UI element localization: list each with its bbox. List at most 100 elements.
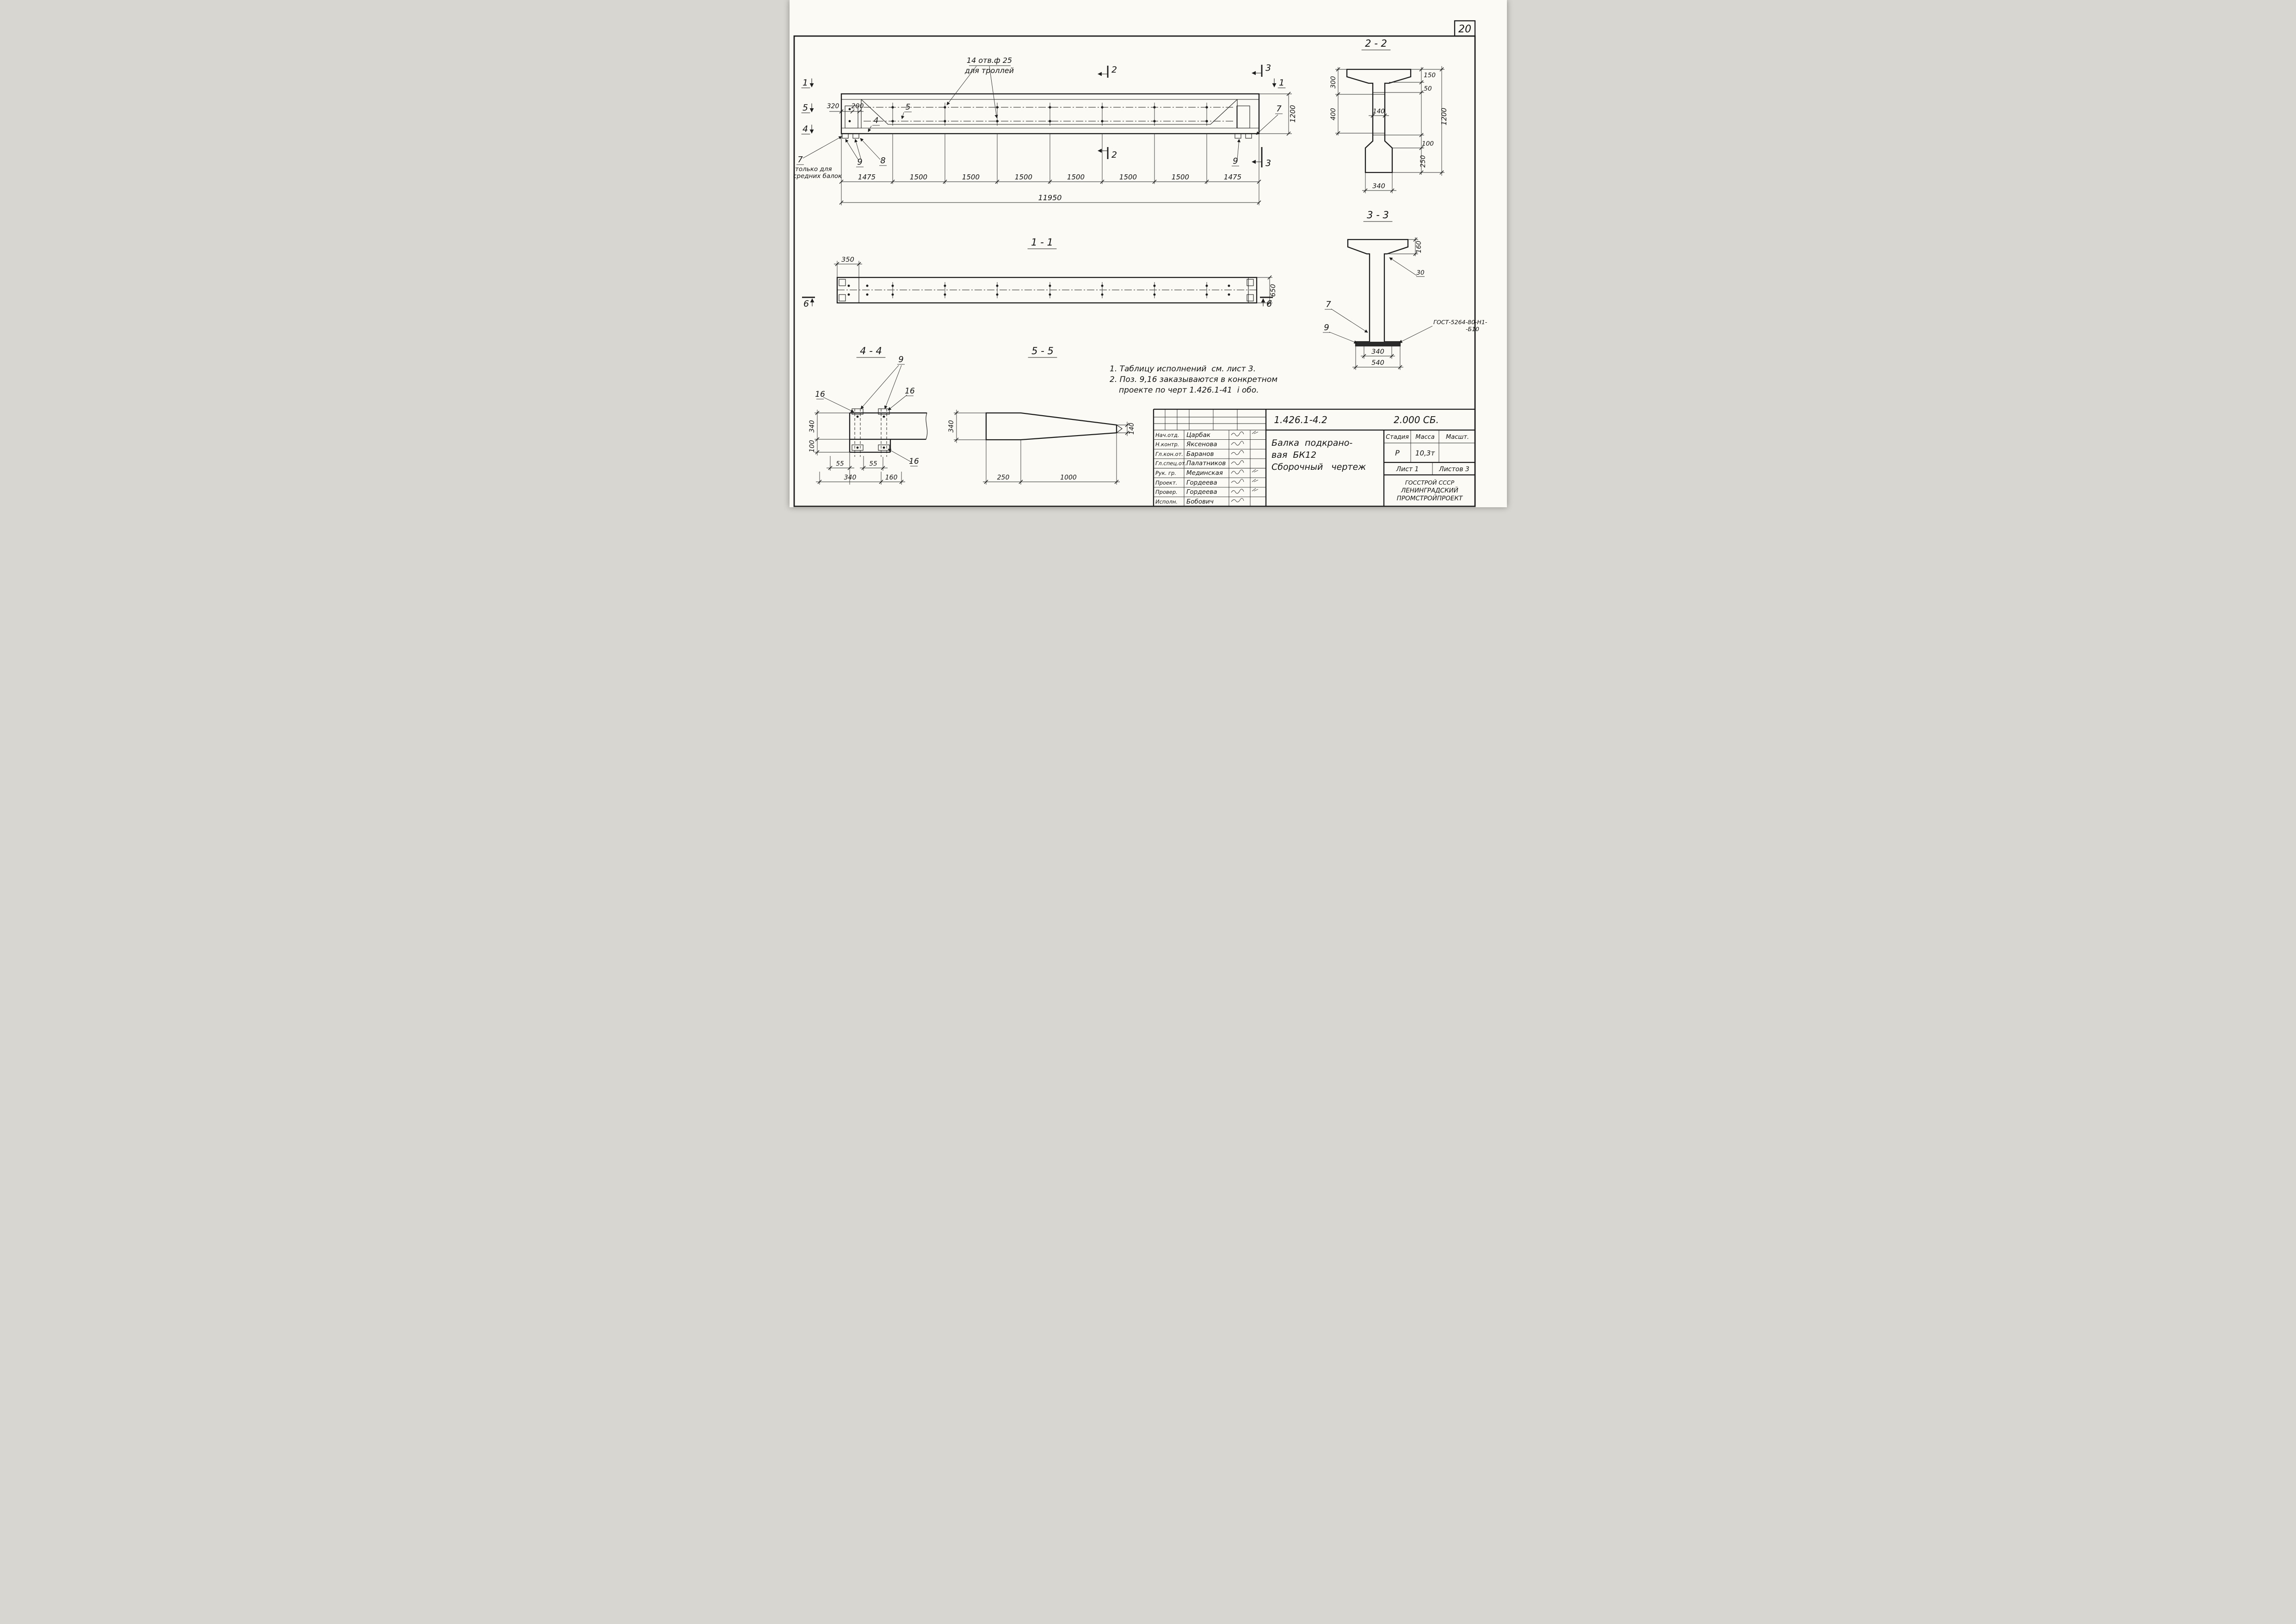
- dim-1200-elev: 1200: [1289, 105, 1297, 123]
- section-cut-marks: [1097, 65, 1286, 167]
- only-note-line1: только для: [795, 166, 832, 173]
- only-note-line2: средних балок: [793, 172, 842, 180]
- org-line-3: ПРОМСТРОЙПРОЕКТ: [1396, 494, 1463, 502]
- section-3-3-title: 3 - 3: [1367, 209, 1389, 221]
- dim-100-s44: 100: [809, 440, 816, 453]
- section-1-1: [802, 248, 1273, 307]
- callout-9-s33: 9: [1324, 323, 1329, 332]
- dim-340-s33: 340: [1371, 348, 1384, 356]
- role-7: Исполн.: [1155, 498, 1178, 505]
- elev-left-dims: [829, 109, 864, 114]
- holes-note-leaders: [946, 65, 1011, 118]
- dim-seg-3: 1500: [1014, 173, 1032, 181]
- callout-16-b: 16: [905, 387, 915, 396]
- dim-seg-7: 1475: [1223, 173, 1241, 181]
- header-mass: Масса: [1415, 434, 1434, 441]
- role-0: Нач.отд.: [1155, 432, 1179, 438]
- dim-seg-2: 1500: [962, 173, 979, 181]
- sheet-label: Лист 1: [1395, 466, 1419, 473]
- dim-340-vertical-s44: 340: [809, 420, 816, 433]
- document-code: 2.000 СБ.: [1394, 414, 1439, 425]
- beam-elevation-holes: [848, 103, 1234, 126]
- name-4: Мединская: [1186, 469, 1223, 477]
- section-1-1-title: 1 - 1: [1031, 237, 1053, 248]
- document-number: 1.426.1-4.2: [1274, 414, 1327, 425]
- drawing-sheet: 20: [789, 0, 1507, 507]
- name-6: Гордеева: [1186, 488, 1217, 496]
- role-4: Рук. гр.: [1155, 470, 1176, 476]
- left-view-marks: [801, 78, 814, 135]
- note-line-3: проекте по черт 1.426.1-41 i обо.: [1119, 386, 1259, 395]
- view-mark-5: 5: [802, 103, 808, 113]
- holes-note-line1: 14 отв.ф 25: [966, 56, 1012, 65]
- dim-160: 160: [1415, 241, 1423, 253]
- cut-label-3-top: 3: [1265, 63, 1271, 73]
- name-7: Бобович: [1186, 498, 1214, 505]
- dim-30: 30: [1416, 269, 1424, 277]
- sheet-frame: [793, 20, 1475, 507]
- dim-650: 650: [1270, 284, 1277, 297]
- dim-160-s44: 160: [885, 474, 897, 481]
- beam-elevation-outline: [840, 93, 1259, 139]
- section-4-4: [814, 357, 927, 485]
- callout-9-s44: 9: [898, 355, 903, 364]
- dim-340-s22: 340: [1372, 183, 1385, 190]
- name-5: Гордеева: [1186, 479, 1217, 486]
- holes-note-line2: для троллей: [964, 66, 1014, 75]
- dim-seg-1: 1500: [909, 173, 927, 181]
- section-5-5: [953, 357, 1130, 485]
- dim-140: 140: [1373, 108, 1385, 115]
- name-1: Яксенова: [1186, 441, 1217, 448]
- dim-50: 50: [1424, 85, 1432, 92]
- dim-340-horizontal-s44: 340: [844, 474, 856, 481]
- cut-label-6-left: 6: [803, 299, 809, 309]
- callout-7-right: 7: [1276, 104, 1282, 114]
- cut-label-6-right: 6: [1266, 299, 1271, 309]
- callout-16-a: 16: [815, 390, 825, 399]
- name-2: Баранов: [1186, 450, 1214, 458]
- inner-callout-leaders: [868, 111, 912, 132]
- note-line-1: 1. Таблицу исполнений см. лист 3.: [1110, 364, 1256, 374]
- cut-label-2-top: 2: [1111, 65, 1117, 75]
- elev-dim-chain: [839, 134, 1261, 205]
- header-stage: Стадия: [1386, 434, 1409, 441]
- dim-340-s55: 340: [948, 420, 955, 433]
- sheets-label: Листов 3: [1438, 466, 1469, 473]
- note-line-2: 2. Поз. 9,16 заказываются в конкретном: [1110, 375, 1278, 384]
- dim-55-a: 55: [836, 460, 844, 468]
- role-6: Провер.: [1155, 489, 1178, 495]
- dim-250: 250: [1420, 155, 1427, 168]
- dim-350: 350: [841, 256, 854, 264]
- role-5: Проект.: [1155, 480, 1177, 486]
- gost-note-line2: -Б10: [1466, 326, 1479, 332]
- callout-5: 5: [905, 103, 910, 112]
- callout-16-c: 16: [909, 457, 919, 466]
- cut-label-3-bottom: 3: [1265, 158, 1271, 168]
- dim-seg-5: 1500: [1119, 173, 1136, 181]
- callout-7-left: 7: [797, 155, 803, 165]
- dim-150: 150: [1424, 72, 1436, 79]
- section-5-5-title: 5 - 5: [1031, 345, 1054, 357]
- elev-1200-dim: [1259, 92, 1292, 136]
- dim-400: 400: [1330, 108, 1337, 121]
- header-scale: Масшт.: [1446, 434, 1469, 441]
- role-2: Гл.кон.от.: [1155, 451, 1183, 457]
- section-2-2: [1335, 49, 1444, 193]
- callout-7-s33: 7: [1326, 300, 1331, 309]
- dim-total-11950: 11950: [1038, 193, 1062, 202]
- role-1: Н.контр.: [1155, 441, 1179, 448]
- callout-9-left: 9: [857, 157, 862, 167]
- name-3: Палатников: [1186, 460, 1226, 467]
- view-mark-4: 4: [802, 124, 808, 134]
- callout-7r-leader: [1255, 113, 1283, 135]
- callout-4: 4: [873, 116, 878, 125]
- blueprint-canvas: 20: [793, 20, 1487, 507]
- section-3-3: [1322, 221, 1432, 370]
- sheet-number-box: [1454, 20, 1475, 37]
- role-3: Гл.спец.от.: [1155, 460, 1186, 467]
- sheet-number: 20: [1458, 24, 1471, 35]
- callout-8: 8: [880, 156, 885, 166]
- dim-seg-6: 1500: [1171, 173, 1189, 181]
- name-0: Царбак: [1186, 431, 1211, 439]
- subject-line-1: Балка подкрано-: [1271, 438, 1352, 448]
